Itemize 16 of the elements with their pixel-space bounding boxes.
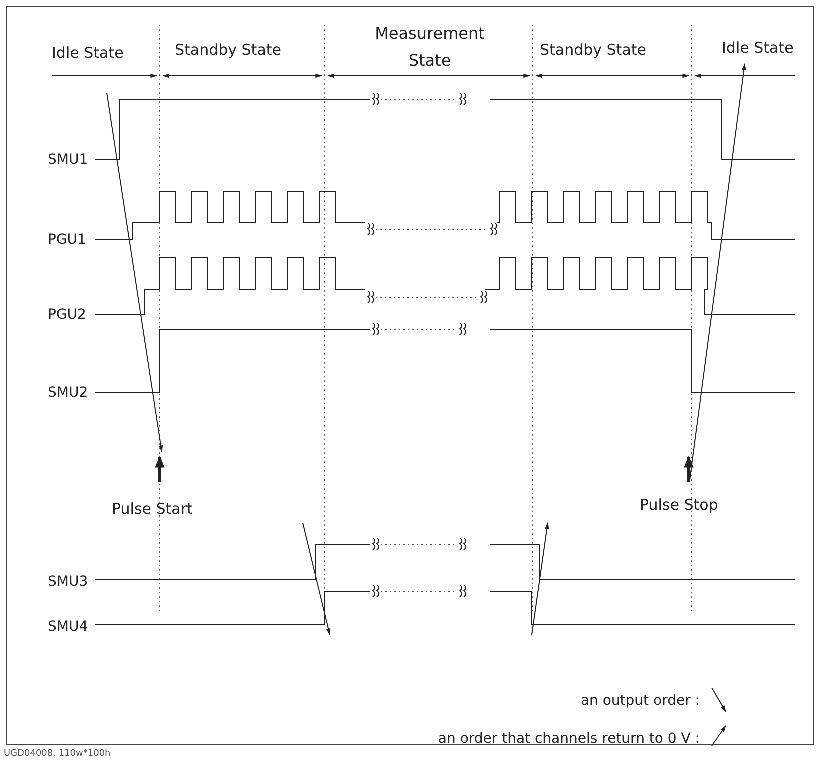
marker-label: Pulse Stop [640, 496, 718, 514]
signal-label: SMU2 [48, 384, 88, 402]
state-label: Idle State [52, 44, 124, 62]
signal-label: PGU1 [48, 231, 86, 249]
state-label: Idle State [722, 39, 794, 57]
state-label: Standby State [540, 41, 646, 59]
legend-label: an output order : [580, 692, 700, 710]
signal-label: SMU1 [48, 151, 88, 169]
legend-label: an order that channels return to 0 V : [438, 730, 700, 748]
marker-label: Pulse Start [112, 500, 193, 518]
signal-label: SMU3 [48, 573, 88, 591]
signal-label: SMU4 [48, 618, 88, 636]
figure-code: UGD04008, 110w*100h [4, 749, 111, 760]
signal-label: PGU2 [48, 306, 86, 324]
state-label: Measurement State [374, 23, 486, 72]
state-label: Standby State [175, 41, 282, 59]
